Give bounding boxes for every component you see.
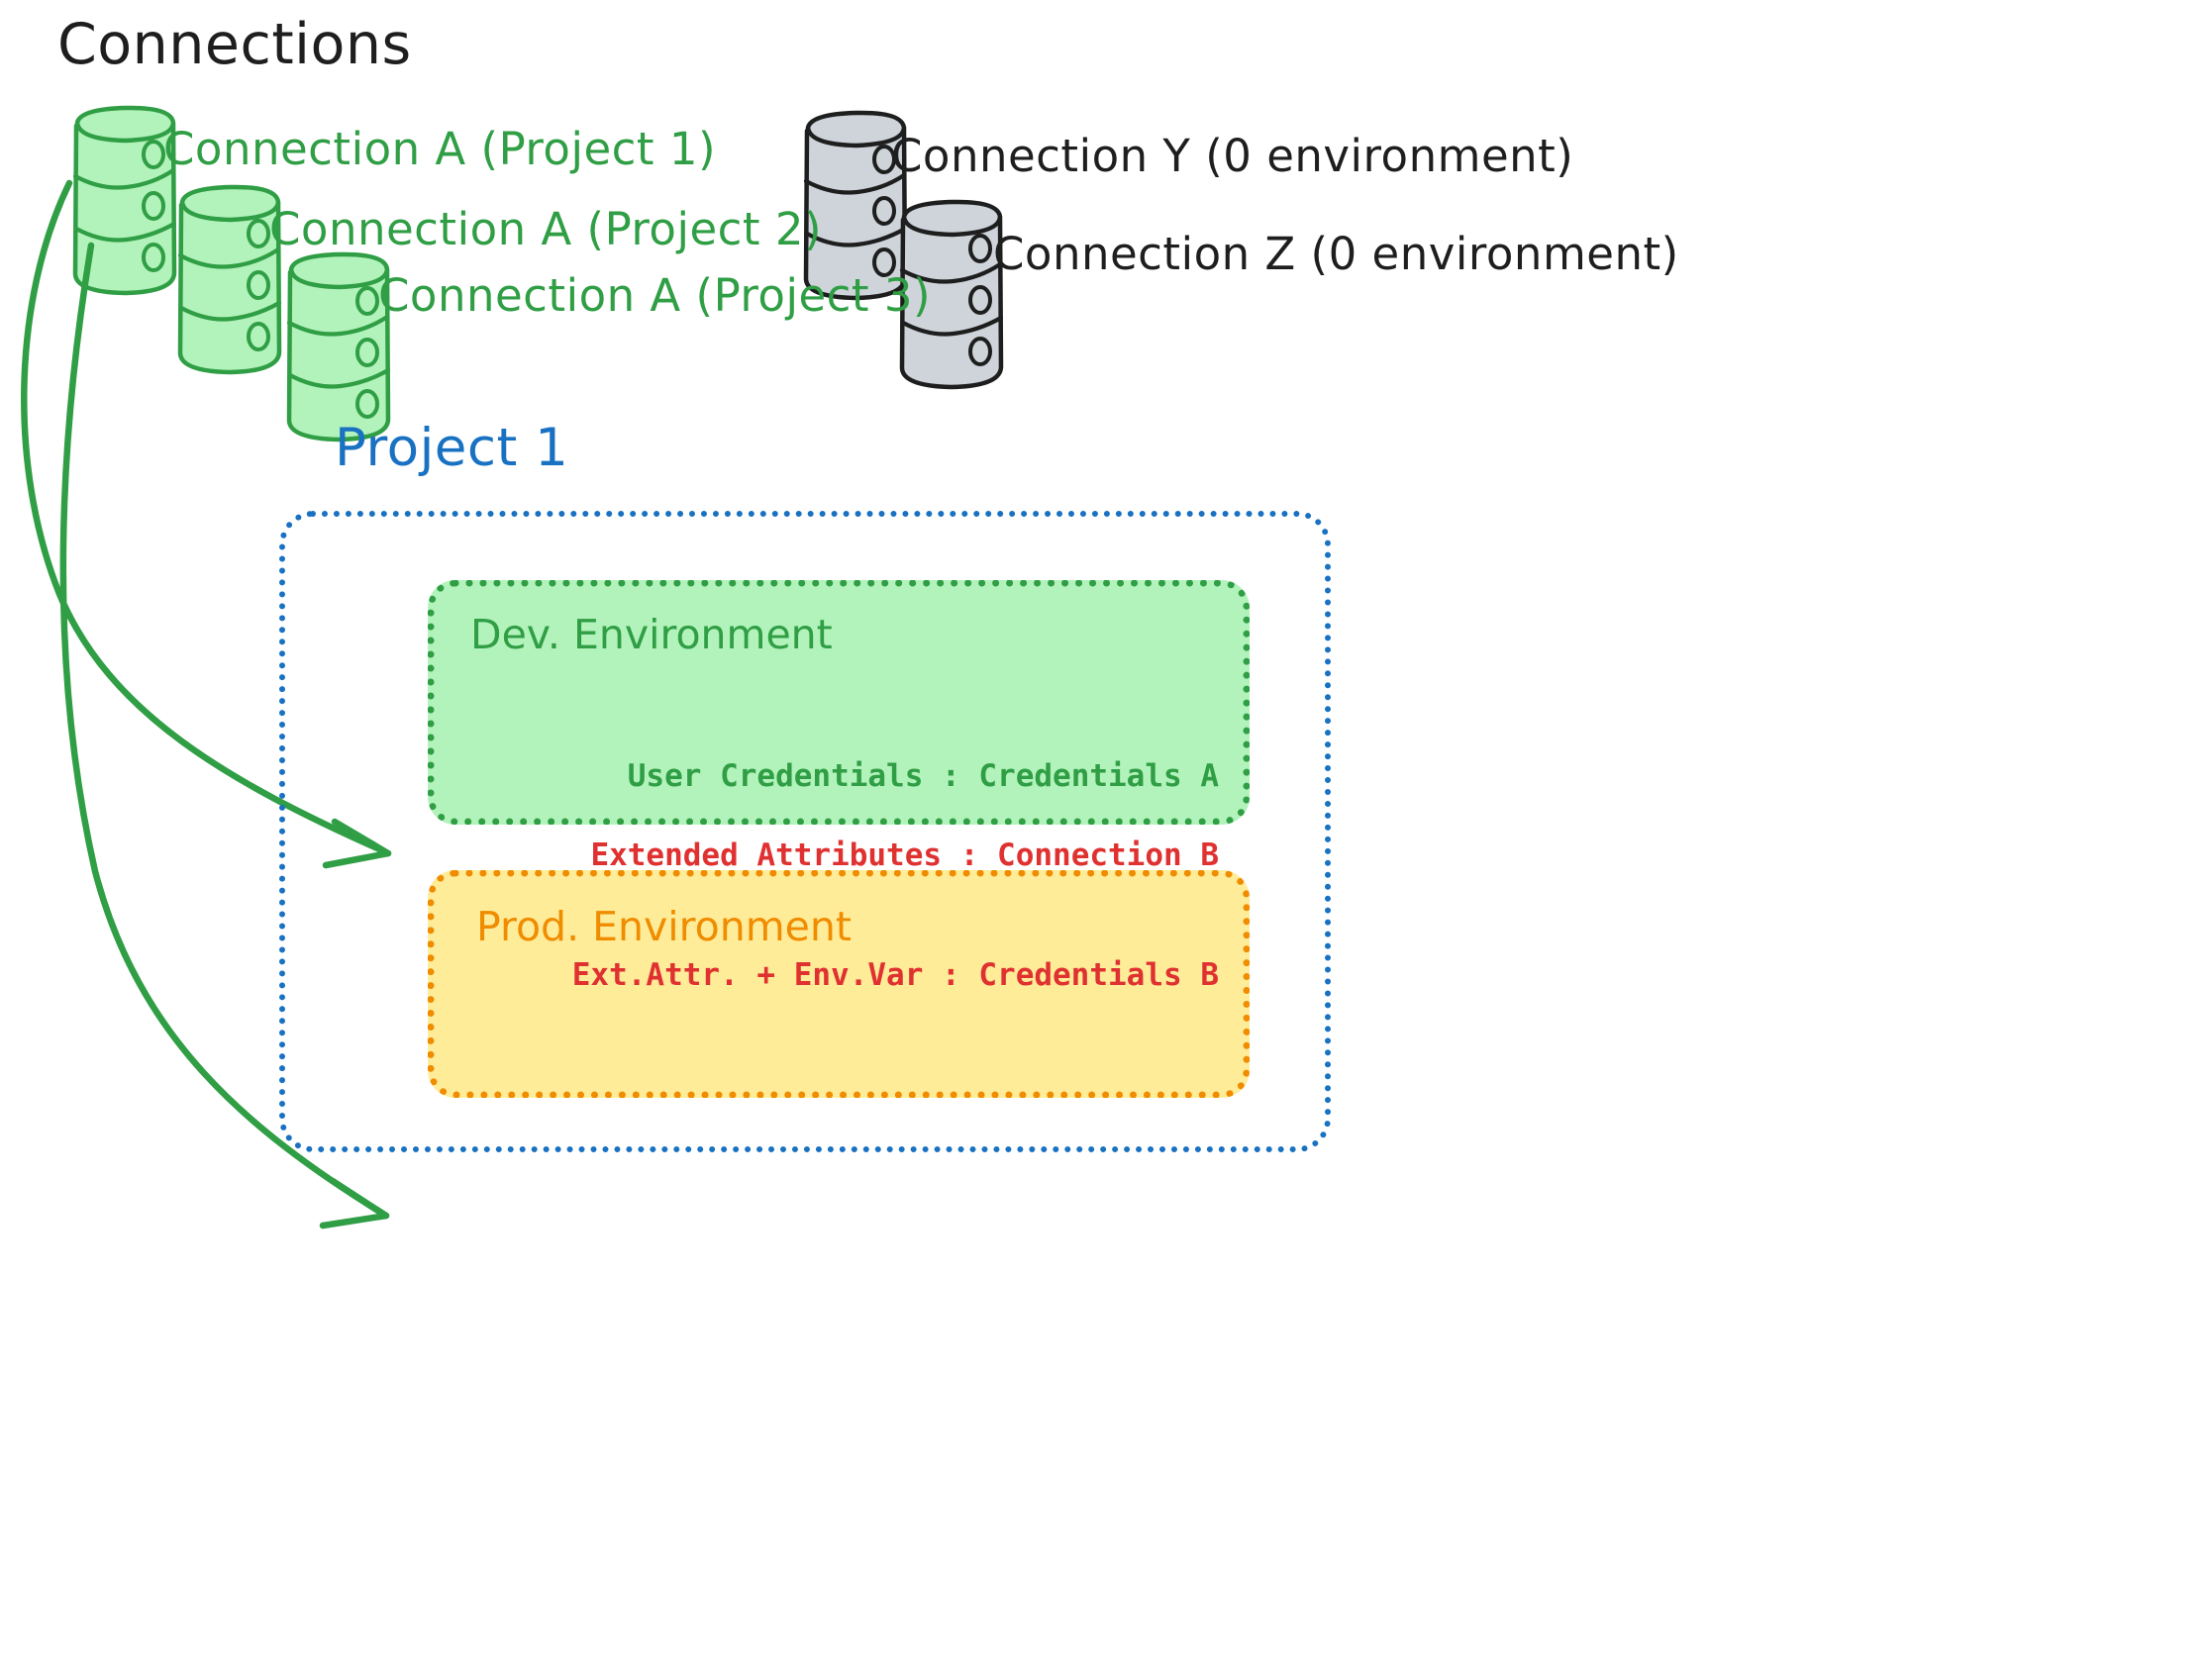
project-title: Project 1 <box>335 418 569 478</box>
prod-environment-title: Prod. Environment <box>476 903 852 950</box>
prod-environment-detail-ext-attr-env-var: Ext.Attr. + Env.Var : Credentials B <box>571 957 1219 994</box>
project-container <box>279 511 1331 1152</box>
connection-label-y: Connection Y (0 environment) <box>891 130 1574 182</box>
arrow-connection-a-to-dev-environment <box>21 179 392 869</box>
prod-environment-box[interactable]: Prod. Environment Extended Attributes : … <box>428 837 1250 1098</box>
connection-label-a-project-3: Connection A (Project 3) <box>378 269 932 322</box>
connection-label-z: Connection Z (0 environment) <box>993 228 1679 280</box>
dev-environment-title: Dev. Environment <box>470 611 833 658</box>
connection-label-a-project-2: Connection A (Project 2) <box>269 203 823 255</box>
dev-environment-box[interactable]: Dev. Environment User Credentials : Cred… <box>428 580 1250 825</box>
page-title: Connections <box>57 12 412 77</box>
dev-environment-detail-user-credentials: User Credentials : Credentials A <box>627 757 1219 794</box>
database-icon-connection-a-project-3[interactable] <box>289 254 388 441</box>
prod-environment-detail-extended-attributes: Extended Attributes : Connection B <box>590 837 1219 874</box>
arrow-connection-a-to-prod-environment <box>59 242 390 1230</box>
prod-environment-details: Extended Attributes : Connection B Ext.A… <box>572 756 1219 1075</box>
connection-label-a-project-1: Connection A (Project 1) <box>163 123 717 175</box>
database-icon-connection-a-project-2[interactable] <box>180 187 279 373</box>
